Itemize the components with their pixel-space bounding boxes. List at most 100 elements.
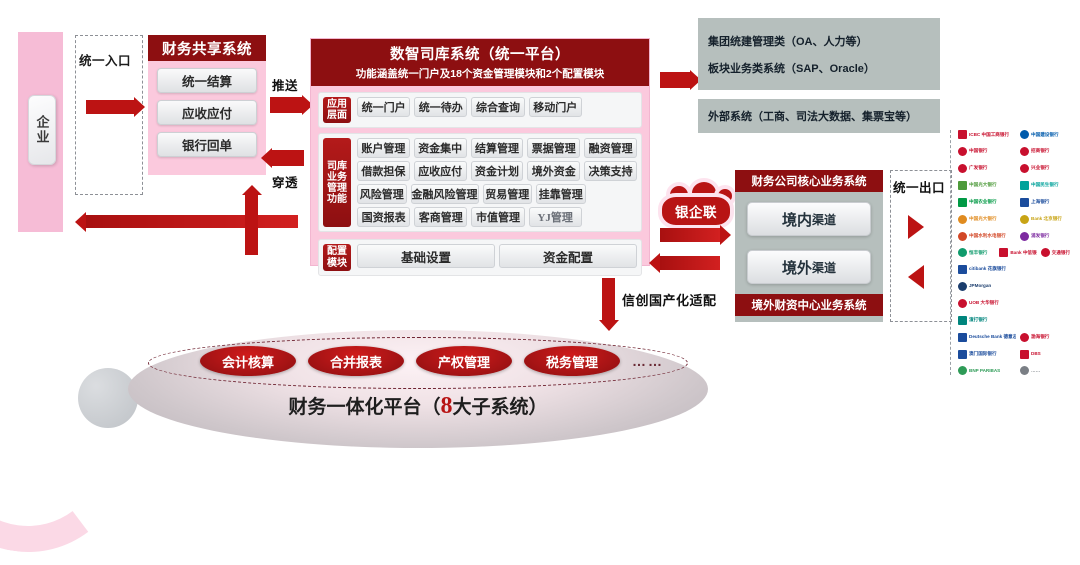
bank-logo-mark-icon [1020,232,1029,241]
bank-logo-mark-icon [958,282,967,291]
bank-logo-row: 中国农业银行上海银行 [958,195,1078,209]
platform-title-suffix: 大子系统） [453,397,548,418]
subsystem-consolidated-report[interactable]: 合并报表 [308,346,404,376]
bank-logo: 中国光大银行 [958,179,1016,193]
exit-arrow-right [908,215,924,239]
bank-logo: Bank 北京银行 [1020,212,1078,226]
bank-logo: 中国银行 [958,145,1016,159]
penetrate-arrow [272,150,304,166]
bank-logo-mark-icon [958,164,967,173]
shared-module-settlement[interactable]: 统一结算 [157,68,257,93]
bank-logo-name: 广发银行 [969,166,987,171]
biz-module-financial-risk[interactable]: 金融风险管理 [411,184,479,204]
bank-logo-mark-icon [958,232,967,241]
business-row: 账户管理 资金集中 结算管理 票据管理 融资管理 [357,138,637,158]
config-module-fund-config[interactable]: 资金配置 [499,244,637,268]
bank-logo-mark-icon [1020,215,1029,224]
biz-module-receivable-payable[interactable]: 应收应付 [414,161,467,181]
bank-logo-mark-icon [1020,147,1029,156]
subsystem-tax[interactable]: 税务管理 [524,346,620,376]
bank-logo-name: 招商银行 [1031,149,1049,154]
bank-logo-mark-icon [958,130,967,139]
bank-enterprise-cloud: 银企联 [658,193,734,229]
bank-logo-mark-icon [999,248,1008,257]
biz-module-overseas-fund[interactable]: 境外资金 [527,161,580,181]
app-module-integrated-query[interactable]: 综合查询 [471,97,524,117]
business-row: 借款担保 应收应付 资金计划 境外资金 决策支持 [357,161,637,181]
bank-logo-row: 中国水利水电银行浦发银行 [958,229,1078,243]
finance-company-header: 财务公司核心业务系统 [735,170,883,192]
bank-logo-mark-icon [958,248,967,257]
bank-logo-mark-icon [1020,350,1029,359]
bank-logo: Bank 中信银行 [999,246,1036,260]
bank-logo-mark-icon [1020,333,1029,342]
biz-module-yj[interactable]: YJ管理 [529,207,582,227]
bank-logo-row: citibank 花旗银行 [958,263,1078,277]
push-arrow [270,97,302,113]
bank-panel-divider [950,130,951,375]
biz-module-affiliation[interactable]: 挂靠管理 [536,184,586,204]
core-subtitle: 功能涵盖统一门户及18个资金管理模块和2个配置模块 [311,66,649,81]
bank-logo-panel: ICBC 中国工商银行中国建设银行中国银行招商银行广发银行兴业银行中国光大银行中… [958,128,1078,378]
business-row: 国资报表 客商管理 市值管理 YJ管理 [357,207,637,227]
bank-logo-mark-icon [958,316,967,325]
config-module-basic-settings[interactable]: 基础设置 [357,244,495,268]
exit-arrow-left [908,265,924,289]
subsystem-property-rights[interactable]: 产权管理 [416,346,512,376]
bank-logo: 澳门国际银行 [958,347,1016,361]
domestic-channel[interactable]: 境内 渠道 [747,202,871,236]
biz-module-account[interactable]: 账户管理 [357,138,410,158]
bank-logo: 中国农业银行 [958,195,1016,209]
biz-module-decision-support[interactable]: 决策支持 [584,161,637,181]
bank-logo: Deutsche Bank 德意志银行 [958,330,1016,344]
bank-logo-name: …… [1031,369,1040,374]
biz-module-market-value[interactable]: 市值管理 [471,207,524,227]
platform-title: 财务一体化平台（8大子系统） [128,392,708,420]
unified-entry-label: 统一入口 [78,50,132,69]
biz-module-spacer [586,207,637,227]
subsystem-accounting[interactable]: 会计核算 [200,346,296,376]
domestic-channel-main: 境内 [782,209,812,230]
biz-module-customer-vendor[interactable]: 客商管理 [414,207,467,227]
config-layer-tag: 配置模块 [323,244,351,270]
cloud-arrow-left [660,256,720,270]
biz-module-bill[interactable]: 票据管理 [527,138,580,158]
biz-module-settlement[interactable]: 结算管理 [471,138,524,158]
platform-title-prefix: 财务一体化平台（ [288,397,440,418]
bank-logo-row: JPMorgan [958,280,1078,294]
biz-module-loan-guarantee[interactable]: 借款担保 [357,161,410,181]
bank-logo-name: 交通银行 [1052,251,1070,256]
bank-logo: 渣打银行 [958,313,1078,327]
biz-module-spacer [590,184,638,204]
app-module-unified-todo[interactable]: 统一待办 [414,97,467,117]
shared-module-bank-receipt[interactable]: 银行回单 [157,132,257,157]
business-layer-panel: 司库业务管理功能 账户管理 资金集中 结算管理 票据管理 融资管理 借款担保 应… [318,133,642,232]
biz-module-fund-plan[interactable]: 资金计划 [471,161,524,181]
biz-module-fund-pooling[interactable]: 资金集中 [414,138,467,158]
app-module-unified-portal[interactable]: 统一门户 [357,97,410,117]
business-row: 风险管理 金融风险管理 贸易管理 挂靠管理 [357,184,637,204]
push-label: 推送 [272,75,298,94]
biz-module-sasac-report[interactable]: 国资报表 [357,207,410,227]
bank-logo-row: Deutsche Bank 德意志银行渤海银行 [958,330,1078,344]
biz-module-financing[interactable]: 融资管理 [584,138,637,158]
enterprise-label: 企业 [36,115,49,145]
bank-logo: UOB 大华银行 [958,297,1078,311]
bank-logo-row: ICBC 中国工商银行中国建设银行 [958,128,1078,142]
bank-logo-row: 渣打银行 [958,313,1078,327]
finance-company-block: 财务公司核心业务系统 境内 渠道 境外 渠道 境外财资中心业务系统 [735,170,883,322]
bank-logo: …… [1020,364,1078,378]
biz-module-risk[interactable]: 风险管理 [357,184,407,204]
bank-logo-name: Deutsche Bank 德意志银行 [969,335,1016,340]
bank-logo: citibank 花旗银行 [958,263,1078,277]
app-module-mobile-portal[interactable]: 移动门户 [529,97,582,117]
bank-logo-row: UOB 大华银行 [958,297,1078,311]
bank-logo-name: 中国银行 [969,149,987,154]
overseas-channel[interactable]: 境外 渠道 [747,250,871,284]
bank-logo-name: ICBC 中国工商银行 [969,133,1009,138]
bank-logo: 兴业银行 [1020,162,1078,176]
bank-logo-name: 中国水利水电银行 [969,234,1006,239]
bank-logo-mark-icon [1020,198,1029,207]
shared-module-receivable-payable[interactable]: 应收应付 [157,100,257,125]
biz-module-trade[interactable]: 贸易管理 [483,184,533,204]
